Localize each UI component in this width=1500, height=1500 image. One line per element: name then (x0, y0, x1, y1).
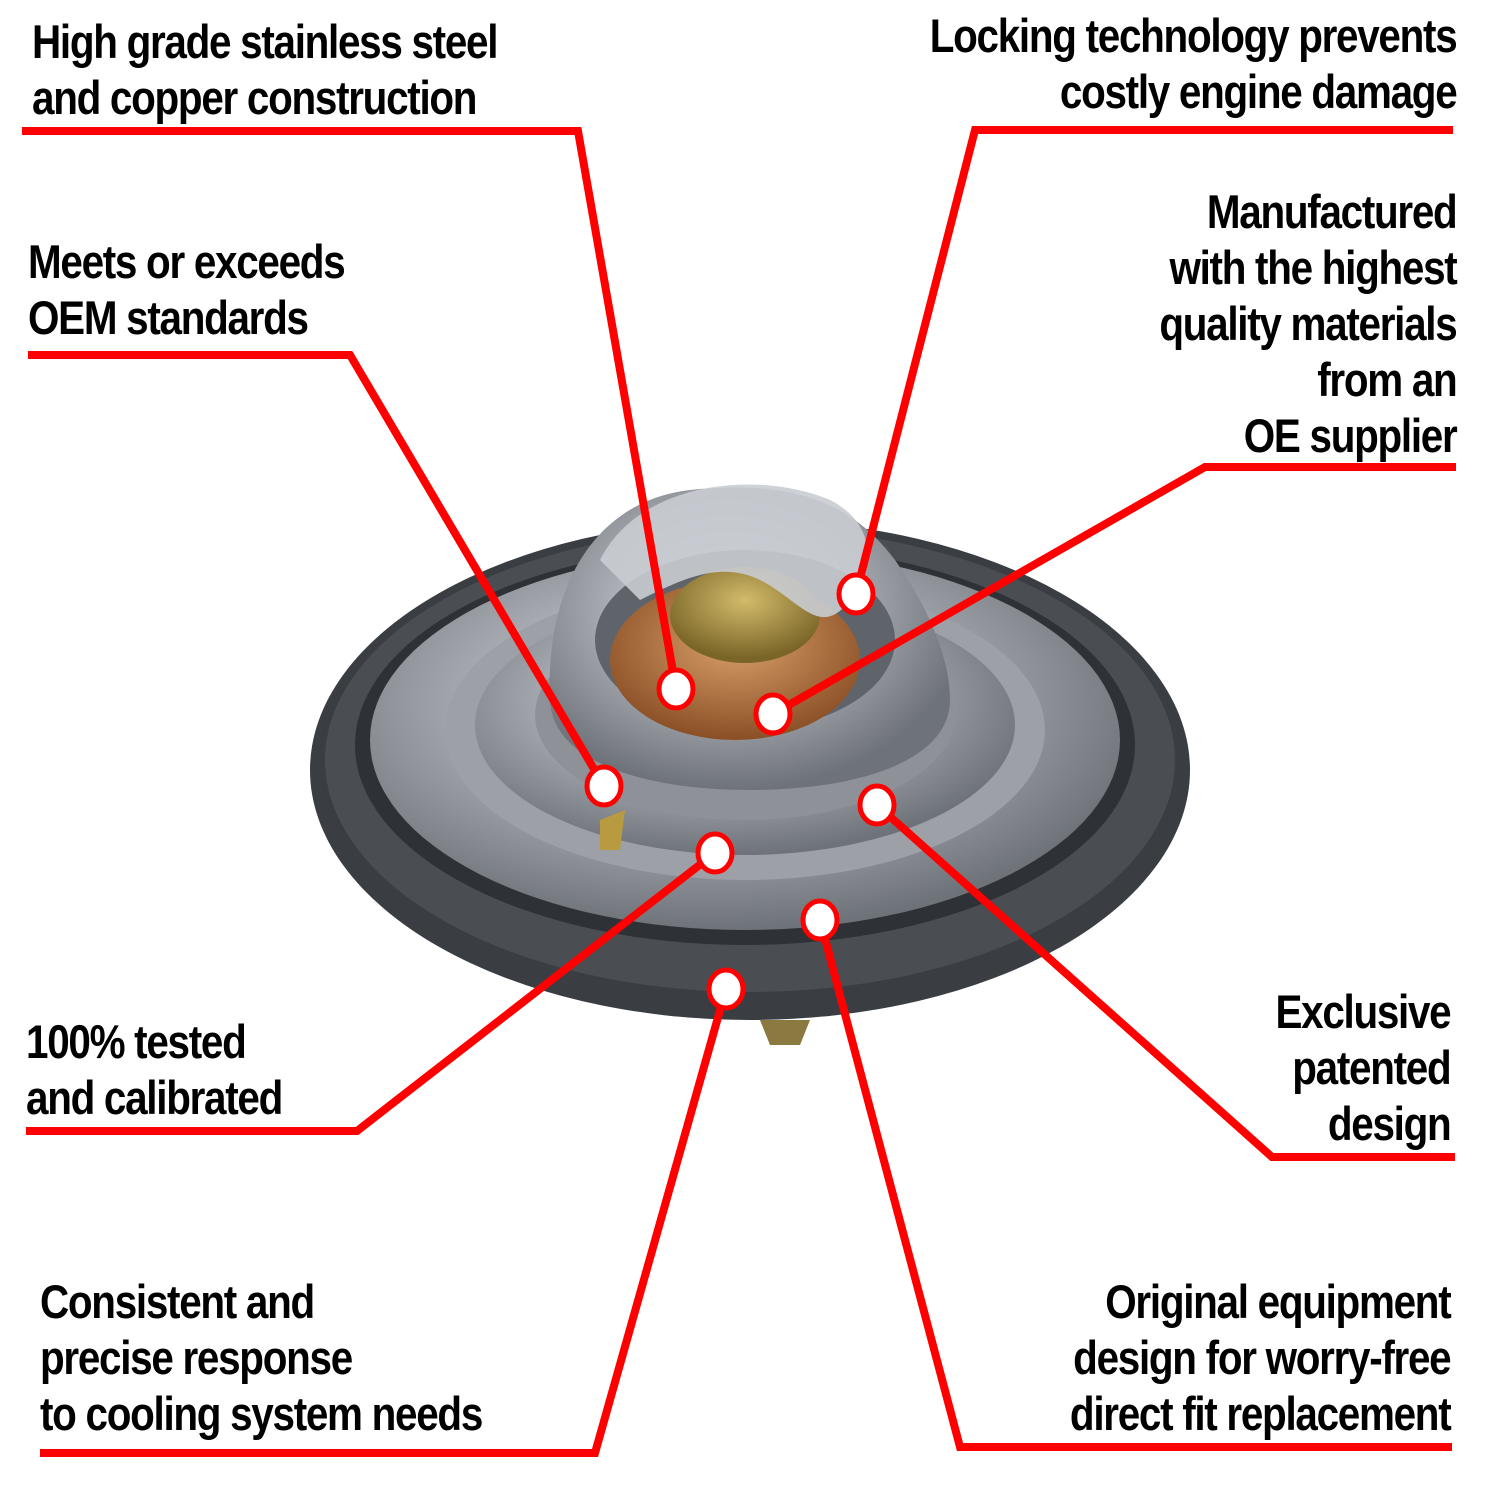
callout-text-line: Consistent and (40, 1275, 315, 1328)
callout-text-line: to cooling system needs (40, 1387, 483, 1440)
callout-text-line: with the highest (1169, 241, 1457, 294)
thermostat-body (310, 484, 1190, 1045)
callout-text-line: design for worry-free (1072, 1331, 1451, 1384)
callout-locking-technology: Locking technology prevents costly engin… (929, 8, 1457, 120)
callout-dots (584, 572, 897, 1011)
callout-tested-calibrated: 100% tested and calibrated (26, 1014, 283, 1126)
callout-dot-patented-design (857, 783, 897, 827)
callout-text-line: OEM standards (28, 291, 309, 344)
leader-line-patented-design (874, 802, 1455, 1161)
callout-text-line: quality materials (1158, 297, 1457, 350)
callout-consistent-response: Consistent and precise response to cooli… (40, 1274, 483, 1442)
bottom-tab (760, 1020, 810, 1045)
callout-dot-oem-standards (584, 764, 624, 808)
callout-dot-direct-fit (800, 898, 840, 942)
callout-text-line: High grade stainless steel (32, 15, 498, 68)
callout-text-line: Locking technology prevents (929, 9, 1457, 62)
callout-dot-highest-quality (753, 692, 793, 736)
leader-line-locking-technology (852, 126, 1453, 595)
callout-dot-stainless-copper (656, 667, 696, 711)
callout-text-line: Meets or exceeds (28, 235, 346, 288)
leader-line-oem-standards (28, 351, 608, 789)
callout-highest-quality: Manufactured with the highest quality ma… (1158, 184, 1457, 464)
leader-line-highest-quality (771, 463, 1456, 718)
callout-text-line: Original equipment (1104, 1275, 1451, 1328)
callout-text-line: 100% tested (26, 1015, 247, 1068)
leader-line-stainless-copper (22, 127, 680, 690)
leader-line-tested-calibrated (26, 849, 718, 1135)
callout-text-line: precise response (40, 1331, 353, 1384)
leader-line-direct-fit (816, 918, 1452, 1451)
jiggle-pin (600, 810, 625, 850)
leader-line-consistent-response (40, 987, 730, 1457)
callout-text-line: and copper construction (32, 71, 477, 124)
callout-text-line: design (1327, 1097, 1451, 1150)
callout-text-line: costly engine damage (1059, 65, 1457, 118)
leader-lines (22, 126, 1456, 1457)
callout-oem-standards: Meets or exceeds OEM standards (28, 234, 346, 346)
callout-patented-design: Exclusive patented design (1275, 984, 1451, 1152)
callout-dot-consistent-response (706, 967, 746, 1011)
callout-dot-locking-technology (836, 572, 876, 616)
callout-text-line: direct fit replacement (1069, 1387, 1452, 1440)
callout-dot-tested-calibrated (695, 831, 735, 875)
callout-direct-fit: Original equipment design for worry-free… (1069, 1274, 1452, 1442)
callout-text-line: OE supplier (1243, 409, 1457, 462)
callout-text-line: Manufactured (1206, 185, 1457, 238)
callout-stainless-copper: High grade stainless steel and copper co… (32, 14, 498, 126)
callout-text-line: from an (1316, 353, 1457, 406)
callout-text-line: Exclusive (1275, 985, 1451, 1038)
callout-text-line: patented (1291, 1041, 1451, 1094)
callout-text-line: and calibrated (26, 1071, 283, 1124)
locking-strap (600, 484, 868, 618)
